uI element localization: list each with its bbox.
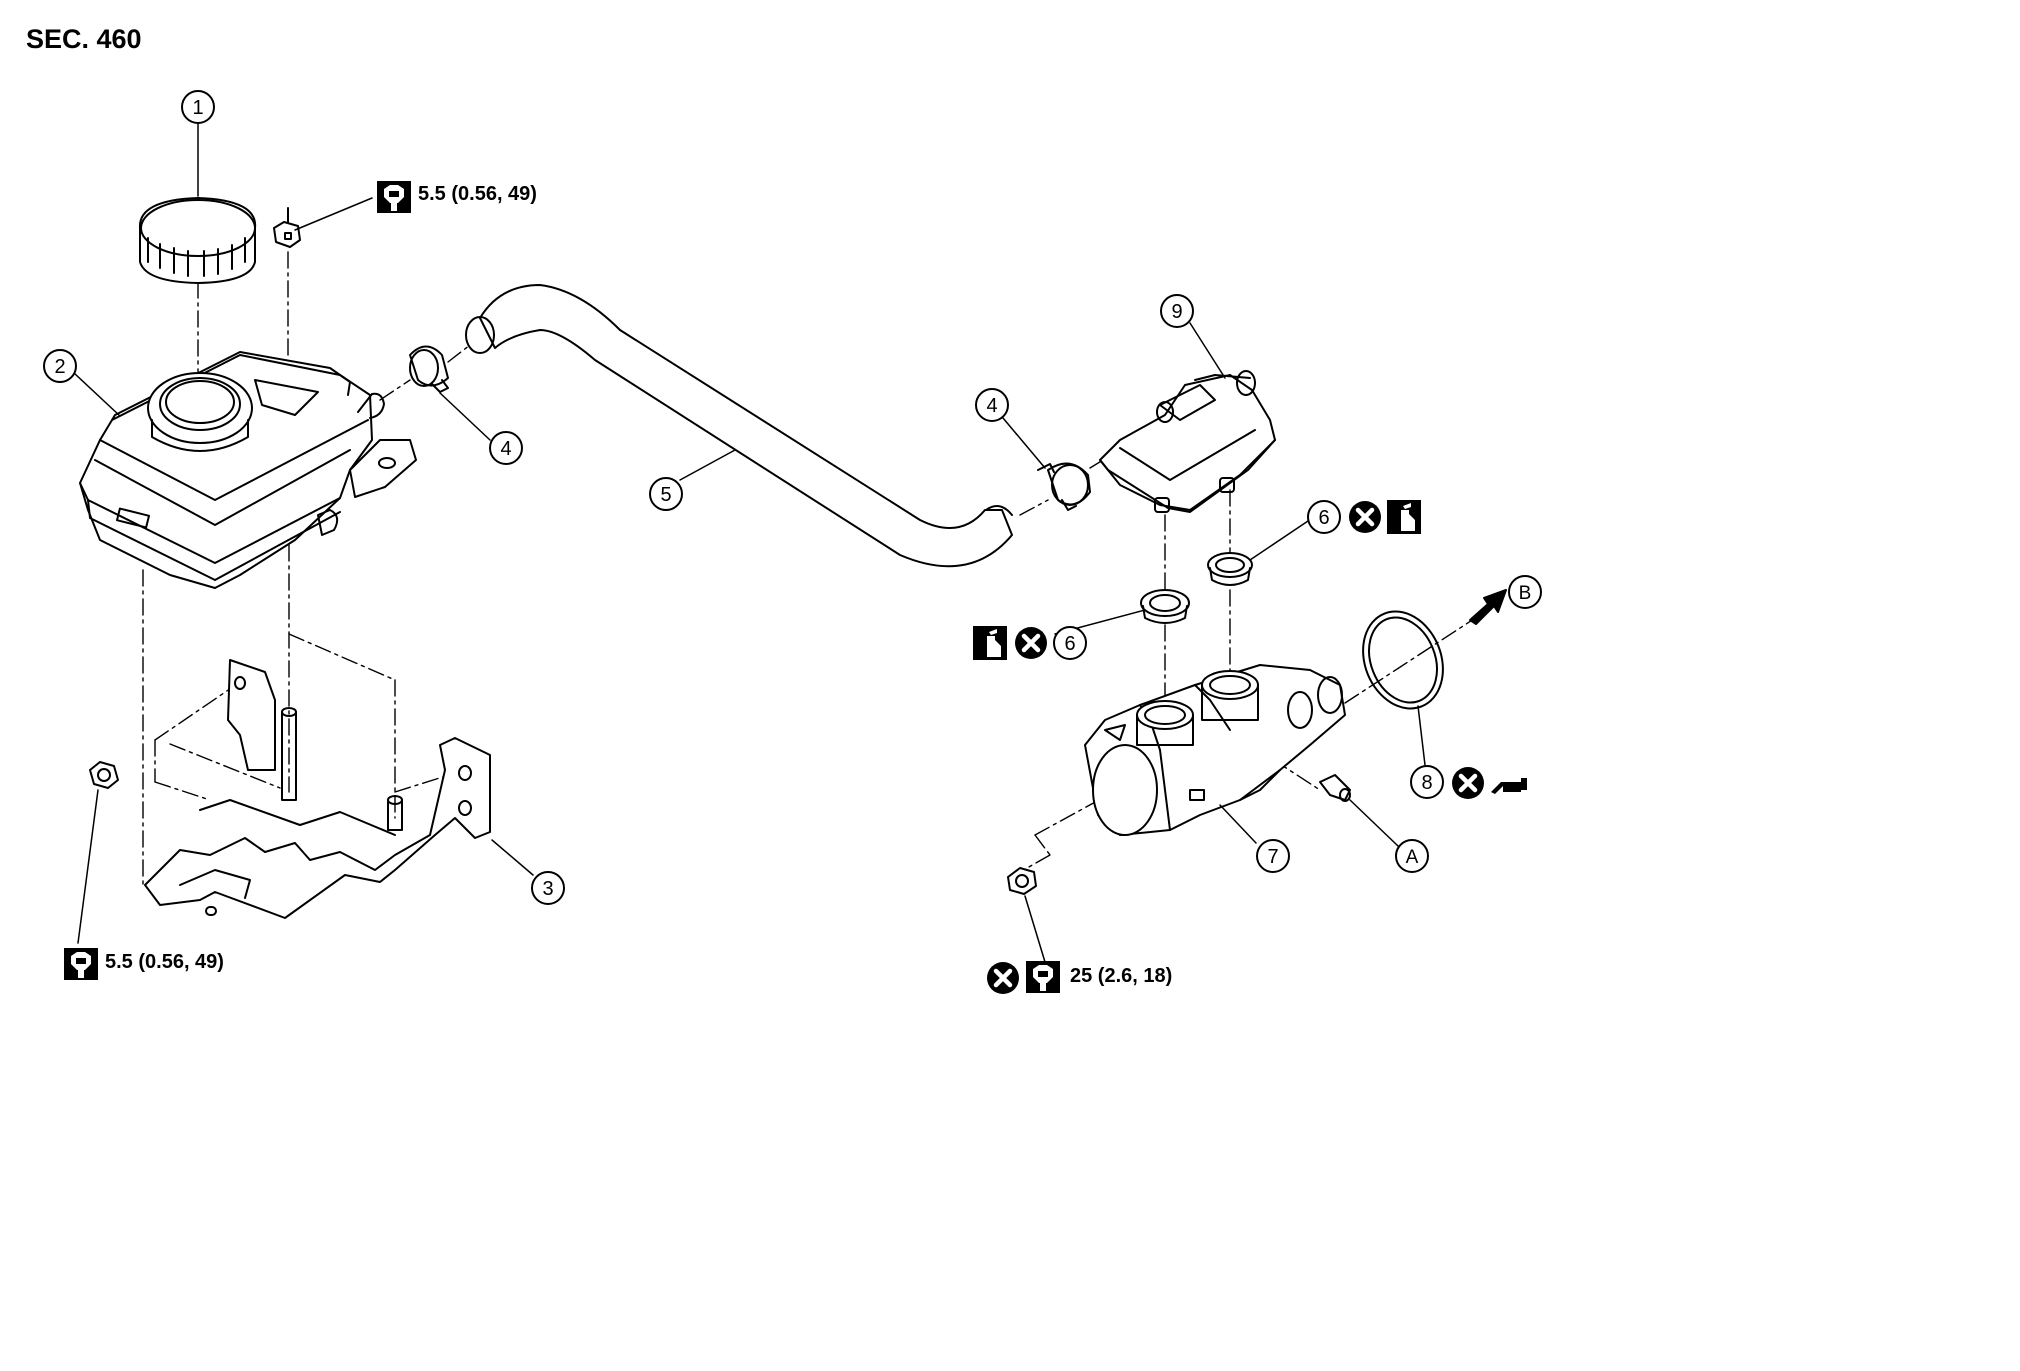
svg-text:9: 9: [1171, 301, 1182, 323]
hose-clamp-left: [409, 345, 449, 393]
svg-text:3: 3: [542, 878, 553, 900]
svg-text:1: 1: [192, 97, 203, 119]
direction-arrow: [1469, 589, 1507, 625]
callout-B: B: [1508, 575, 1542, 609]
reservoir-hose: [465, 284, 1013, 568]
callout-5: 5: [649, 477, 683, 511]
svg-text:A: A: [1406, 847, 1419, 868]
torque-spec-master-cylinder-nut: 25 (2.6, 18): [1070, 965, 1173, 987]
callout-4-left: 4: [489, 431, 523, 465]
callout-1: 1: [181, 90, 215, 124]
brake-fluid-reservoir: [79, 351, 417, 589]
torque-wrench-icon: [376, 180, 412, 214]
bracket-nut: [89, 761, 119, 789]
callout-8: 8: [1410, 765, 1444, 799]
torque-wrench-icon: [63, 947, 99, 981]
svg-text:2: 2: [54, 356, 65, 378]
torque-spec-reservoir-nut: 5.5 (0.56, 49): [418, 183, 537, 205]
section-label: SEC. 460: [26, 24, 142, 54]
reservoir-mount-nut: [273, 207, 301, 248]
callout-6-left: 6: [1053, 626, 1087, 660]
reservoir-cap: [138, 197, 257, 284]
torque-spec-bracket-nut: 5.5 (0.56, 49): [105, 951, 224, 973]
callout-4-right: 4: [975, 388, 1009, 422]
svg-text:5: 5: [660, 484, 671, 506]
master-cylinder-nut: [1007, 867, 1037, 895]
callout-6-right: 6: [1307, 500, 1341, 534]
assembly-centerlines: [142, 251, 1481, 886]
brake-fluid-icon: [972, 625, 1008, 661]
cylinder-pin: [1319, 774, 1351, 802]
svg-text:6: 6: [1318, 507, 1329, 529]
callout-A: A: [1395, 839, 1429, 873]
svg-text:6: 6: [1064, 633, 1075, 655]
leader-lines: [73, 122, 1426, 963]
callout-3: 3: [531, 871, 565, 905]
svg-text:4: 4: [986, 395, 997, 417]
reservoir-connector: [1099, 370, 1276, 513]
svg-text:4: 4: [500, 438, 511, 460]
callout-2: 2: [43, 349, 77, 383]
o-ring: [1362, 610, 1444, 710]
brake-reservoir-exploded-diagram: 1 2 3 4 4 5 6 6 7 8 9 A B: [43, 90, 1542, 1044]
torque-wrench-icon: [1025, 960, 1061, 994]
callout-7: 7: [1256, 839, 1290, 873]
grommet-right: [1207, 552, 1253, 586]
svg-text:7: 7: [1267, 846, 1278, 868]
do-not-reuse-icon: [1452, 767, 1484, 799]
reservoir-bracket: [144, 659, 491, 919]
svg-text:8: 8: [1421, 772, 1432, 794]
do-not-reuse-icon: [987, 962, 1019, 994]
brake-fluid-icon: [1386, 499, 1422, 535]
grease-gun-icon: [1488, 769, 1530, 797]
master-cylinder: [1084, 664, 1346, 836]
do-not-reuse-icon: [1015, 627, 1047, 659]
hose-clamp-right: [1037, 462, 1091, 511]
do-not-reuse-icon: [1349, 501, 1381, 533]
callout-9: 9: [1160, 294, 1194, 328]
svg-text:B: B: [1519, 583, 1532, 604]
grommet-left: [1140, 589, 1190, 624]
